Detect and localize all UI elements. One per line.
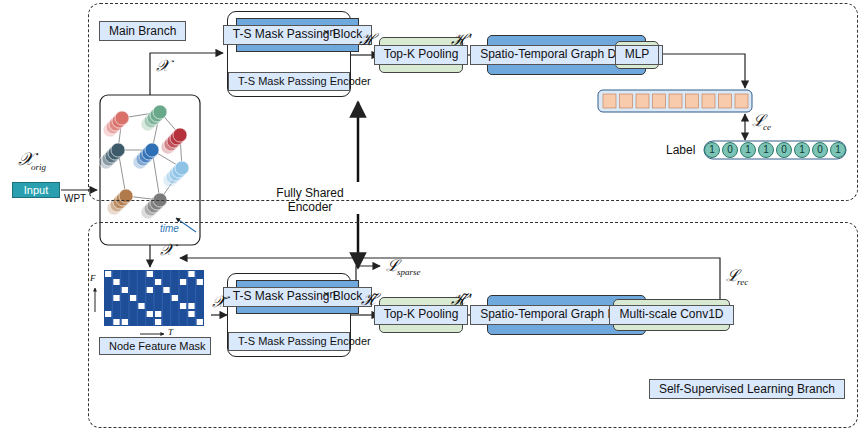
math-symbol: T [168,328,173,337]
input-box: Input [12,182,60,198]
block-box: T-S Mask Passing Block [236,280,359,314]
annotation: Fully Shared Encoder [270,186,350,215]
pooling-box: Top-K Pooling [379,297,463,333]
mask-cells [105,270,203,326]
label-digit: 0 [777,145,791,155]
annotation: Label [666,144,695,156]
mask-node: Node Feature Mask [99,269,211,357]
label-digit: 0 [813,145,827,155]
branch-region: Self-Supervised Learning Branch Node Feat… [88,222,858,428]
math-symbol: rec [737,278,748,287]
math-symbol: 𝒳 [160,242,174,258]
math-symbol: 𝒳 [156,58,170,74]
node-label: T-S Mask Passing Block [223,25,372,45]
axis-arrow [95,288,96,312]
node-label: Input [24,184,48,196]
label-digit: 1 [741,145,755,155]
label-circles [705,143,846,158]
label-digit: 1 [831,145,845,155]
axis-arrow [140,334,164,335]
math-symbol: orig [31,163,46,172]
loss-arrow [744,114,745,140]
label-digit: 1 [705,145,719,155]
annotation: ×n [323,289,336,300]
node-label: Self-Supervised Learning Branch [649,379,845,399]
annotation: ×n [323,27,336,38]
input-arrow [150,53,223,95]
shared-arrow [357,102,360,182]
node-label: T-S Mask Passing Encoder [228,332,350,351]
node-label: Top-K Pooling [374,305,469,325]
math-symbol: 𝒳 [18,150,33,168]
mask-grid [104,270,204,326]
time-arrow [176,218,196,232]
branch-region: Main BranchT-S Mask Passing EncoderT-S M… [88,3,858,201]
label-digit: 1 [795,145,809,155]
flow-arrow [211,314,227,315]
math-symbol: 𝒳̃ [212,294,226,310]
math-symbol: ℋ̃ [361,292,378,308]
math-symbol: ℋ [359,32,376,48]
node-label: Top-K Pooling [374,45,469,65]
input-arrow [149,245,150,267]
math-symbol: sparse [397,268,421,277]
math-symbol: ce [763,123,771,132]
encoder-box: T-S Mask Passing EncoderT-S Mask Passing… [227,11,351,97]
encoder-box: T-S Mask Passing EncoderT-S Mask Passing… [227,273,351,357]
wpt-arrow [61,189,97,190]
pooling-box: Top-K Pooling [379,37,463,73]
output-arrow [658,54,745,88]
mlp-box: MLP [615,41,659,69]
math-symbol: F [90,274,96,283]
conv-box: Multi-scale Conv1D [613,299,730,331]
block-box: T-S Mask Passing Block [236,18,359,52]
annotation: time [160,224,179,234]
node-label: Multi-scale Conv1D [609,305,733,325]
node-label: Main Branch [99,21,186,41]
label-digit: 0 [723,145,737,155]
graph-illustration [99,105,189,219]
node-label: T-S Mask Passing Block [223,287,372,307]
output-bar [598,90,752,112]
math-symbol: ℋ′ [451,32,472,48]
node-label: T-S Mask Passing Encoder [228,72,350,91]
annotation: WPT [64,194,86,204]
output-cells [603,94,748,108]
node-label: MLP [615,45,660,65]
label-bar [704,141,846,159]
math-symbol: ℋ̃′ [451,292,472,308]
node-label: Node Feature Mask [99,337,211,355]
label-digit: 1 [759,145,773,155]
